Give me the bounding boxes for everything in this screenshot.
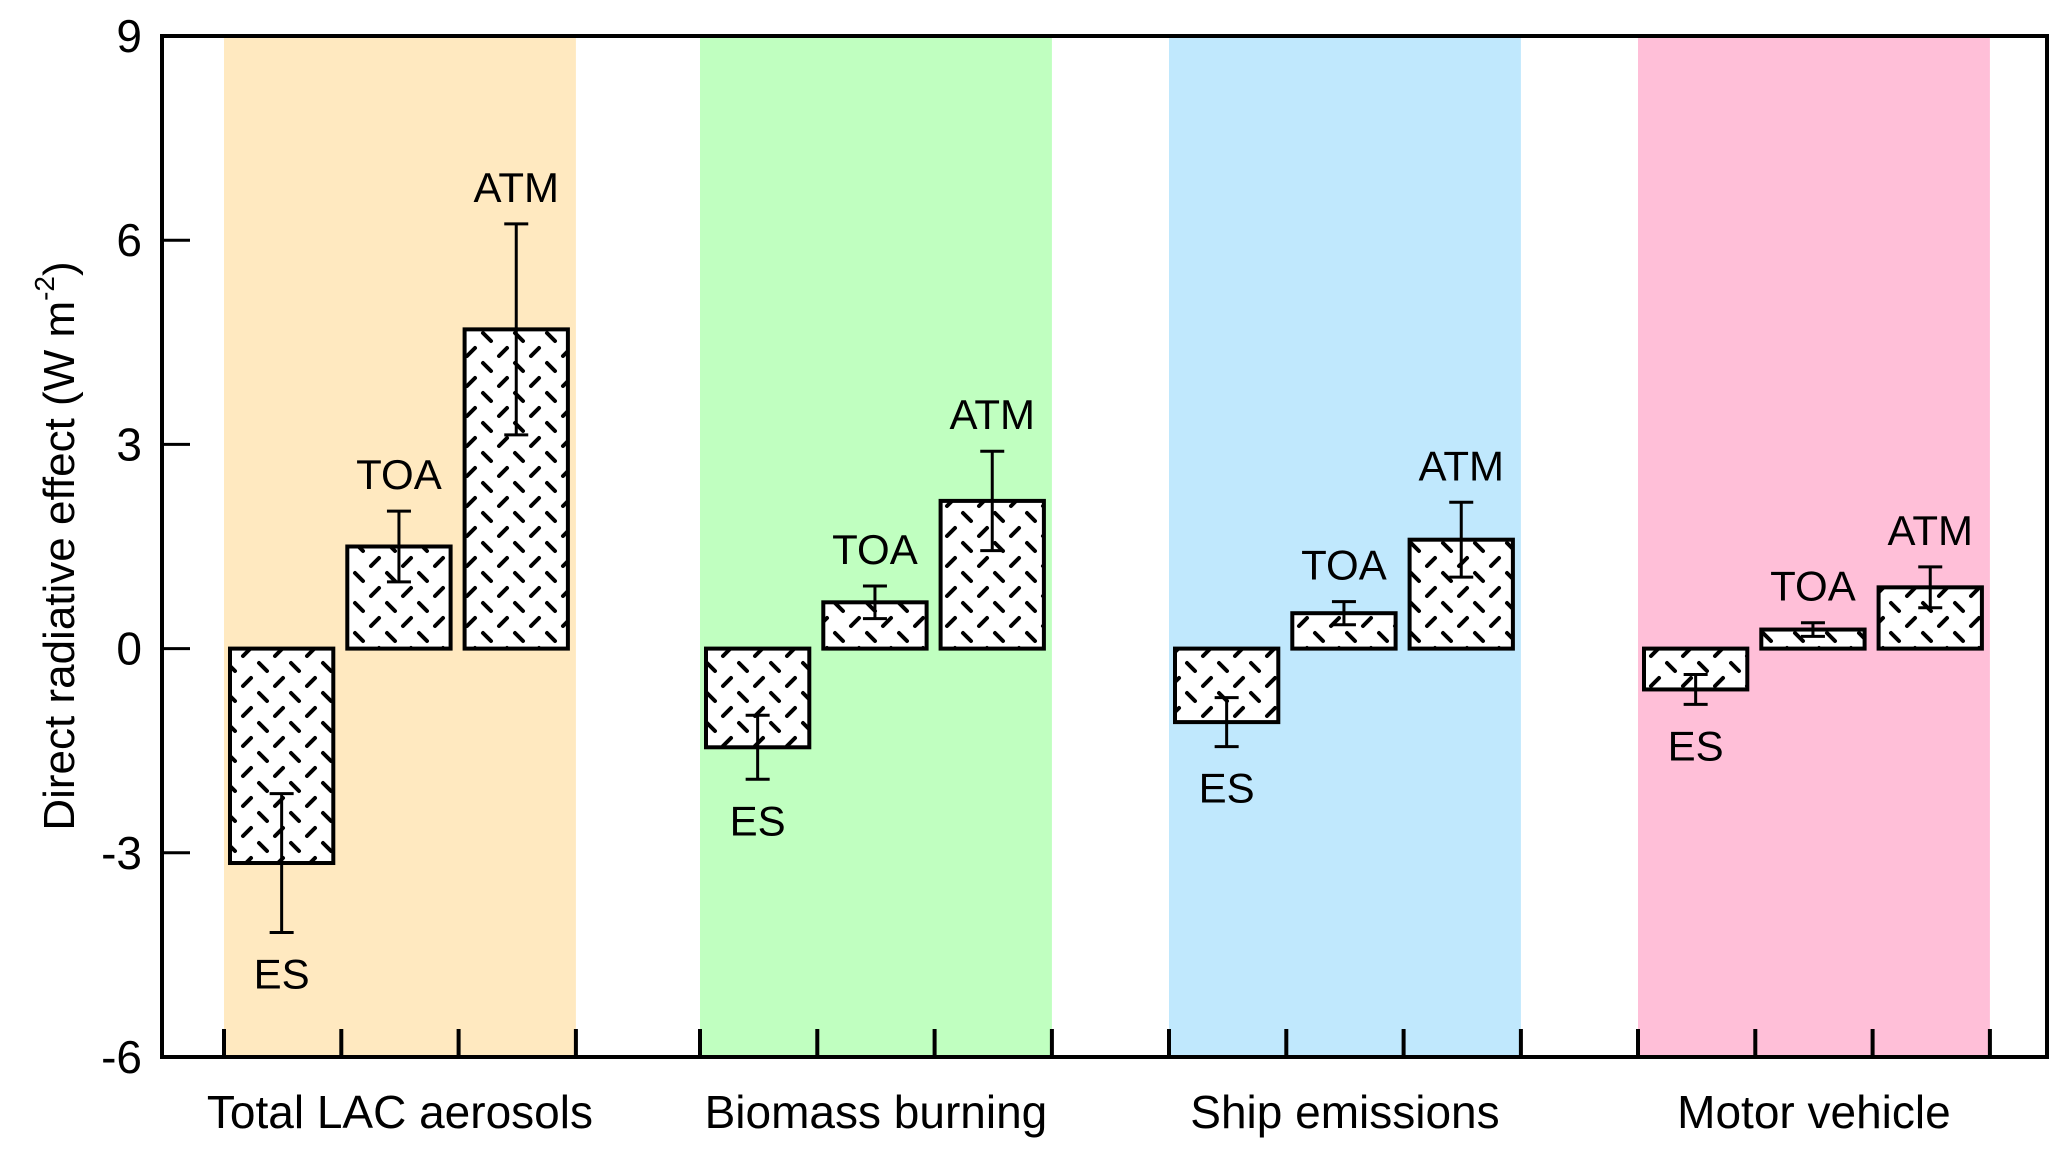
bar-label-es: ES bbox=[1668, 722, 1724, 769]
bar-label-toa: TOA bbox=[1301, 542, 1387, 589]
bar-label-atm: ATM bbox=[1418, 442, 1504, 489]
axes bbox=[160, 34, 2049, 1059]
y-axis-title: Direct radiative effect (W m-2) bbox=[29, 261, 84, 830]
bar-labels: ES TOA ATM ES TOA ATM ES TOA ATM ES TOA ATM bbox=[254, 164, 1973, 998]
bar-label-atm: ATM bbox=[949, 391, 1035, 438]
y-axis-title-suffix: ) bbox=[35, 261, 84, 276]
category-label: Ship emissions bbox=[1190, 1086, 1499, 1138]
y-tick-label: -3 bbox=[101, 827, 142, 879]
bar-label-toa: TOA bbox=[832, 526, 918, 573]
x-axis-ticks bbox=[222, 1029, 1992, 1057]
plot-frame bbox=[160, 34, 2049, 1059]
error-bars bbox=[269, 222, 1943, 934]
y-tick-label: 9 bbox=[116, 10, 142, 62]
y-tick-label: -6 bbox=[101, 1031, 142, 1083]
category-label: Motor vehicle bbox=[1677, 1086, 1951, 1138]
category-label: Total LAC aerosols bbox=[207, 1086, 593, 1138]
bar-label-toa: TOA bbox=[1770, 563, 1856, 610]
bar-label-es: ES bbox=[254, 950, 310, 997]
y-axis-ticks: -6 -3 0 3 6 9 bbox=[101, 10, 190, 1083]
y-axis-title-main: Direct radiative effect (W m bbox=[35, 301, 84, 831]
bar-label-es: ES bbox=[730, 797, 786, 844]
bar-label-atm: ATM bbox=[1887, 507, 1973, 554]
bar-label-es: ES bbox=[1199, 765, 1255, 812]
y-tick-label: 0 bbox=[116, 623, 142, 675]
category-label: Biomass burning bbox=[705, 1086, 1048, 1138]
category-labels: Total LAC aerosols Biomass burning Ship em… bbox=[207, 1086, 1951, 1138]
y-axis-title-superscript: -2 bbox=[29, 276, 60, 301]
bar-label-toa: TOA bbox=[356, 451, 442, 498]
y-tick-label: 3 bbox=[116, 418, 142, 470]
category-band-motor-vehicle bbox=[1638, 36, 1990, 1057]
bar-label-atm: ATM bbox=[473, 164, 559, 211]
y-tick-label: 6 bbox=[116, 214, 142, 266]
